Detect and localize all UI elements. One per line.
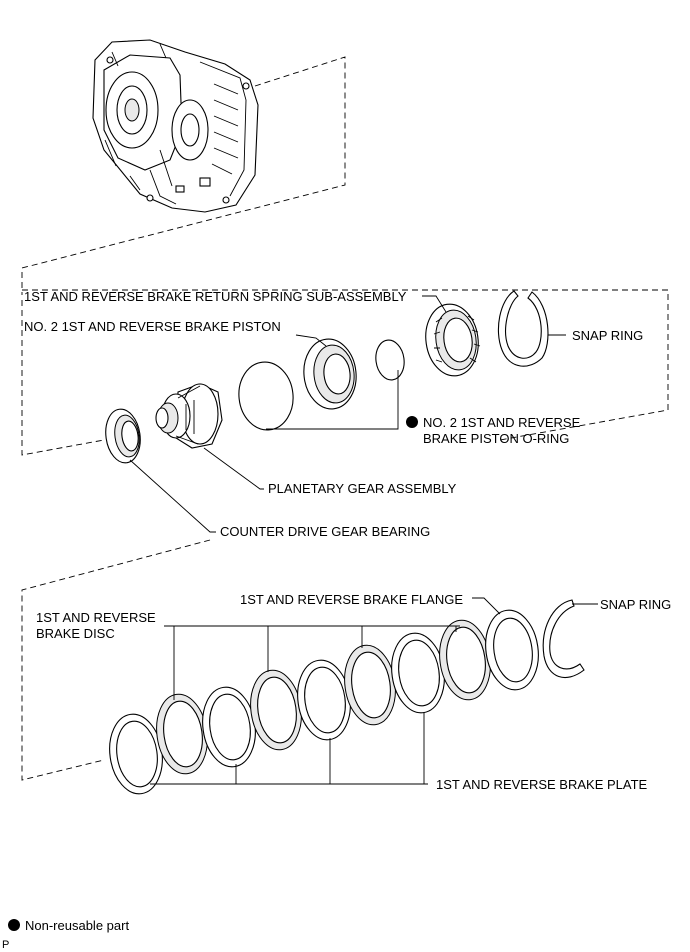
legend: Non-reusable part xyxy=(8,918,129,933)
counter-drive-gear-bearing-part xyxy=(105,408,141,464)
dashed-assembly-outline-top xyxy=(21,56,669,781)
label-disc-line2: BRAKE DISC xyxy=(36,626,115,641)
planetary-gear-assembly-part xyxy=(155,383,223,449)
label-flange: 1ST AND REVERSE BRAKE FLANGE xyxy=(240,592,463,607)
no2-brake-piston-part xyxy=(303,338,357,410)
brake-flange-part xyxy=(485,609,539,691)
label-counter-bearing: COUNTER DRIVE GEAR BEARING xyxy=(220,524,430,539)
legend-black-circle-icon xyxy=(8,919,20,931)
non-reusable-marker-icon xyxy=(406,416,418,428)
legend-text: Non-reusable part xyxy=(25,918,129,933)
brake-disc-part-4 xyxy=(439,619,491,701)
snap-ring-lower-part xyxy=(542,599,585,679)
label-oring-line2: BRAKE PISTON O-RING xyxy=(423,431,569,446)
brake-plate-part-3 xyxy=(297,659,351,741)
brake-plate-part-1 xyxy=(109,713,163,795)
label-disc-line1: 1ST AND REVERSE xyxy=(36,610,156,625)
label-snap-ring-upper: SNAP RING xyxy=(572,328,643,343)
corner-mark: P xyxy=(2,939,9,951)
brake-plate-part-2 xyxy=(202,686,256,768)
piston-o-ring-part xyxy=(238,361,294,431)
transaxle-case-illustration xyxy=(92,39,259,213)
small-o-ring-part xyxy=(375,339,405,381)
return-spring-sub-assembly-part xyxy=(425,303,481,377)
snap-ring-upper-part xyxy=(497,290,549,367)
label-plate: 1ST AND REVERSE BRAKE PLATE xyxy=(436,777,648,792)
brake-disc-part-1 xyxy=(156,693,208,775)
label-return-spring: 1ST AND REVERSE BRAKE RETURN SPRING SUB-… xyxy=(24,289,407,304)
label-oring-line1: NO. 2 1ST AND REVERSE xyxy=(423,415,581,430)
label-planetary: PLANETARY GEAR ASSEMBLY xyxy=(268,481,457,496)
label-no2-piston: NO. 2 1ST AND REVERSE BRAKE PISTON xyxy=(24,319,281,334)
label-snap-ring-lower: SNAP RING xyxy=(600,597,671,612)
brake-plate-part-4 xyxy=(391,632,445,714)
brake-disc-part-3 xyxy=(344,644,396,726)
leader-lines xyxy=(129,295,598,785)
